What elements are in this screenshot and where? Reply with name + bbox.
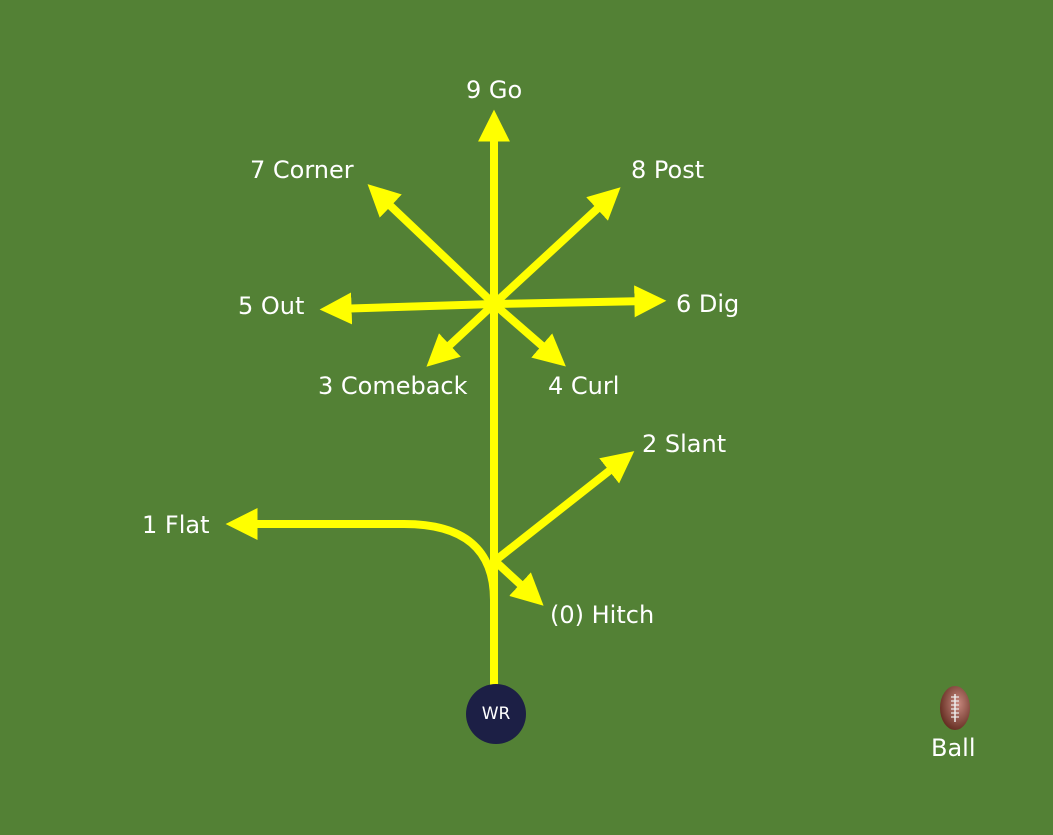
route-label-slant: 2 Slant (642, 430, 727, 458)
football-icon (940, 686, 970, 730)
route-6-dig (490, 285, 667, 318)
player-label: WR (481, 704, 511, 724)
route-2-slant (492, 451, 635, 564)
route-7-corner (367, 184, 498, 308)
route-label-out: 5 Out (238, 292, 305, 320)
route-8-post (490, 187, 621, 308)
wide-receiver-marker: WR (466, 684, 526, 744)
route-label-comeback: 3 Comeback (318, 372, 468, 400)
route-0-hitch (492, 558, 544, 606)
route-label-corner: 7 Corner (250, 156, 354, 184)
route-4-curl (490, 300, 566, 367)
route-label-hitch: (0) Hitch (550, 601, 655, 629)
route-label-curl: 4 Curl (548, 372, 620, 400)
route-1-flat (225, 508, 498, 604)
route-5-out (319, 292, 498, 325)
route-label-dig: 6 Dig (676, 290, 740, 318)
route-3-comeback (426, 300, 498, 367)
route-label-flat: 1 Flat (142, 511, 210, 539)
route-label-post: 8 Post (631, 156, 705, 184)
route-label-go: 9 Go (466, 76, 523, 104)
ball-label: Ball (931, 734, 976, 762)
